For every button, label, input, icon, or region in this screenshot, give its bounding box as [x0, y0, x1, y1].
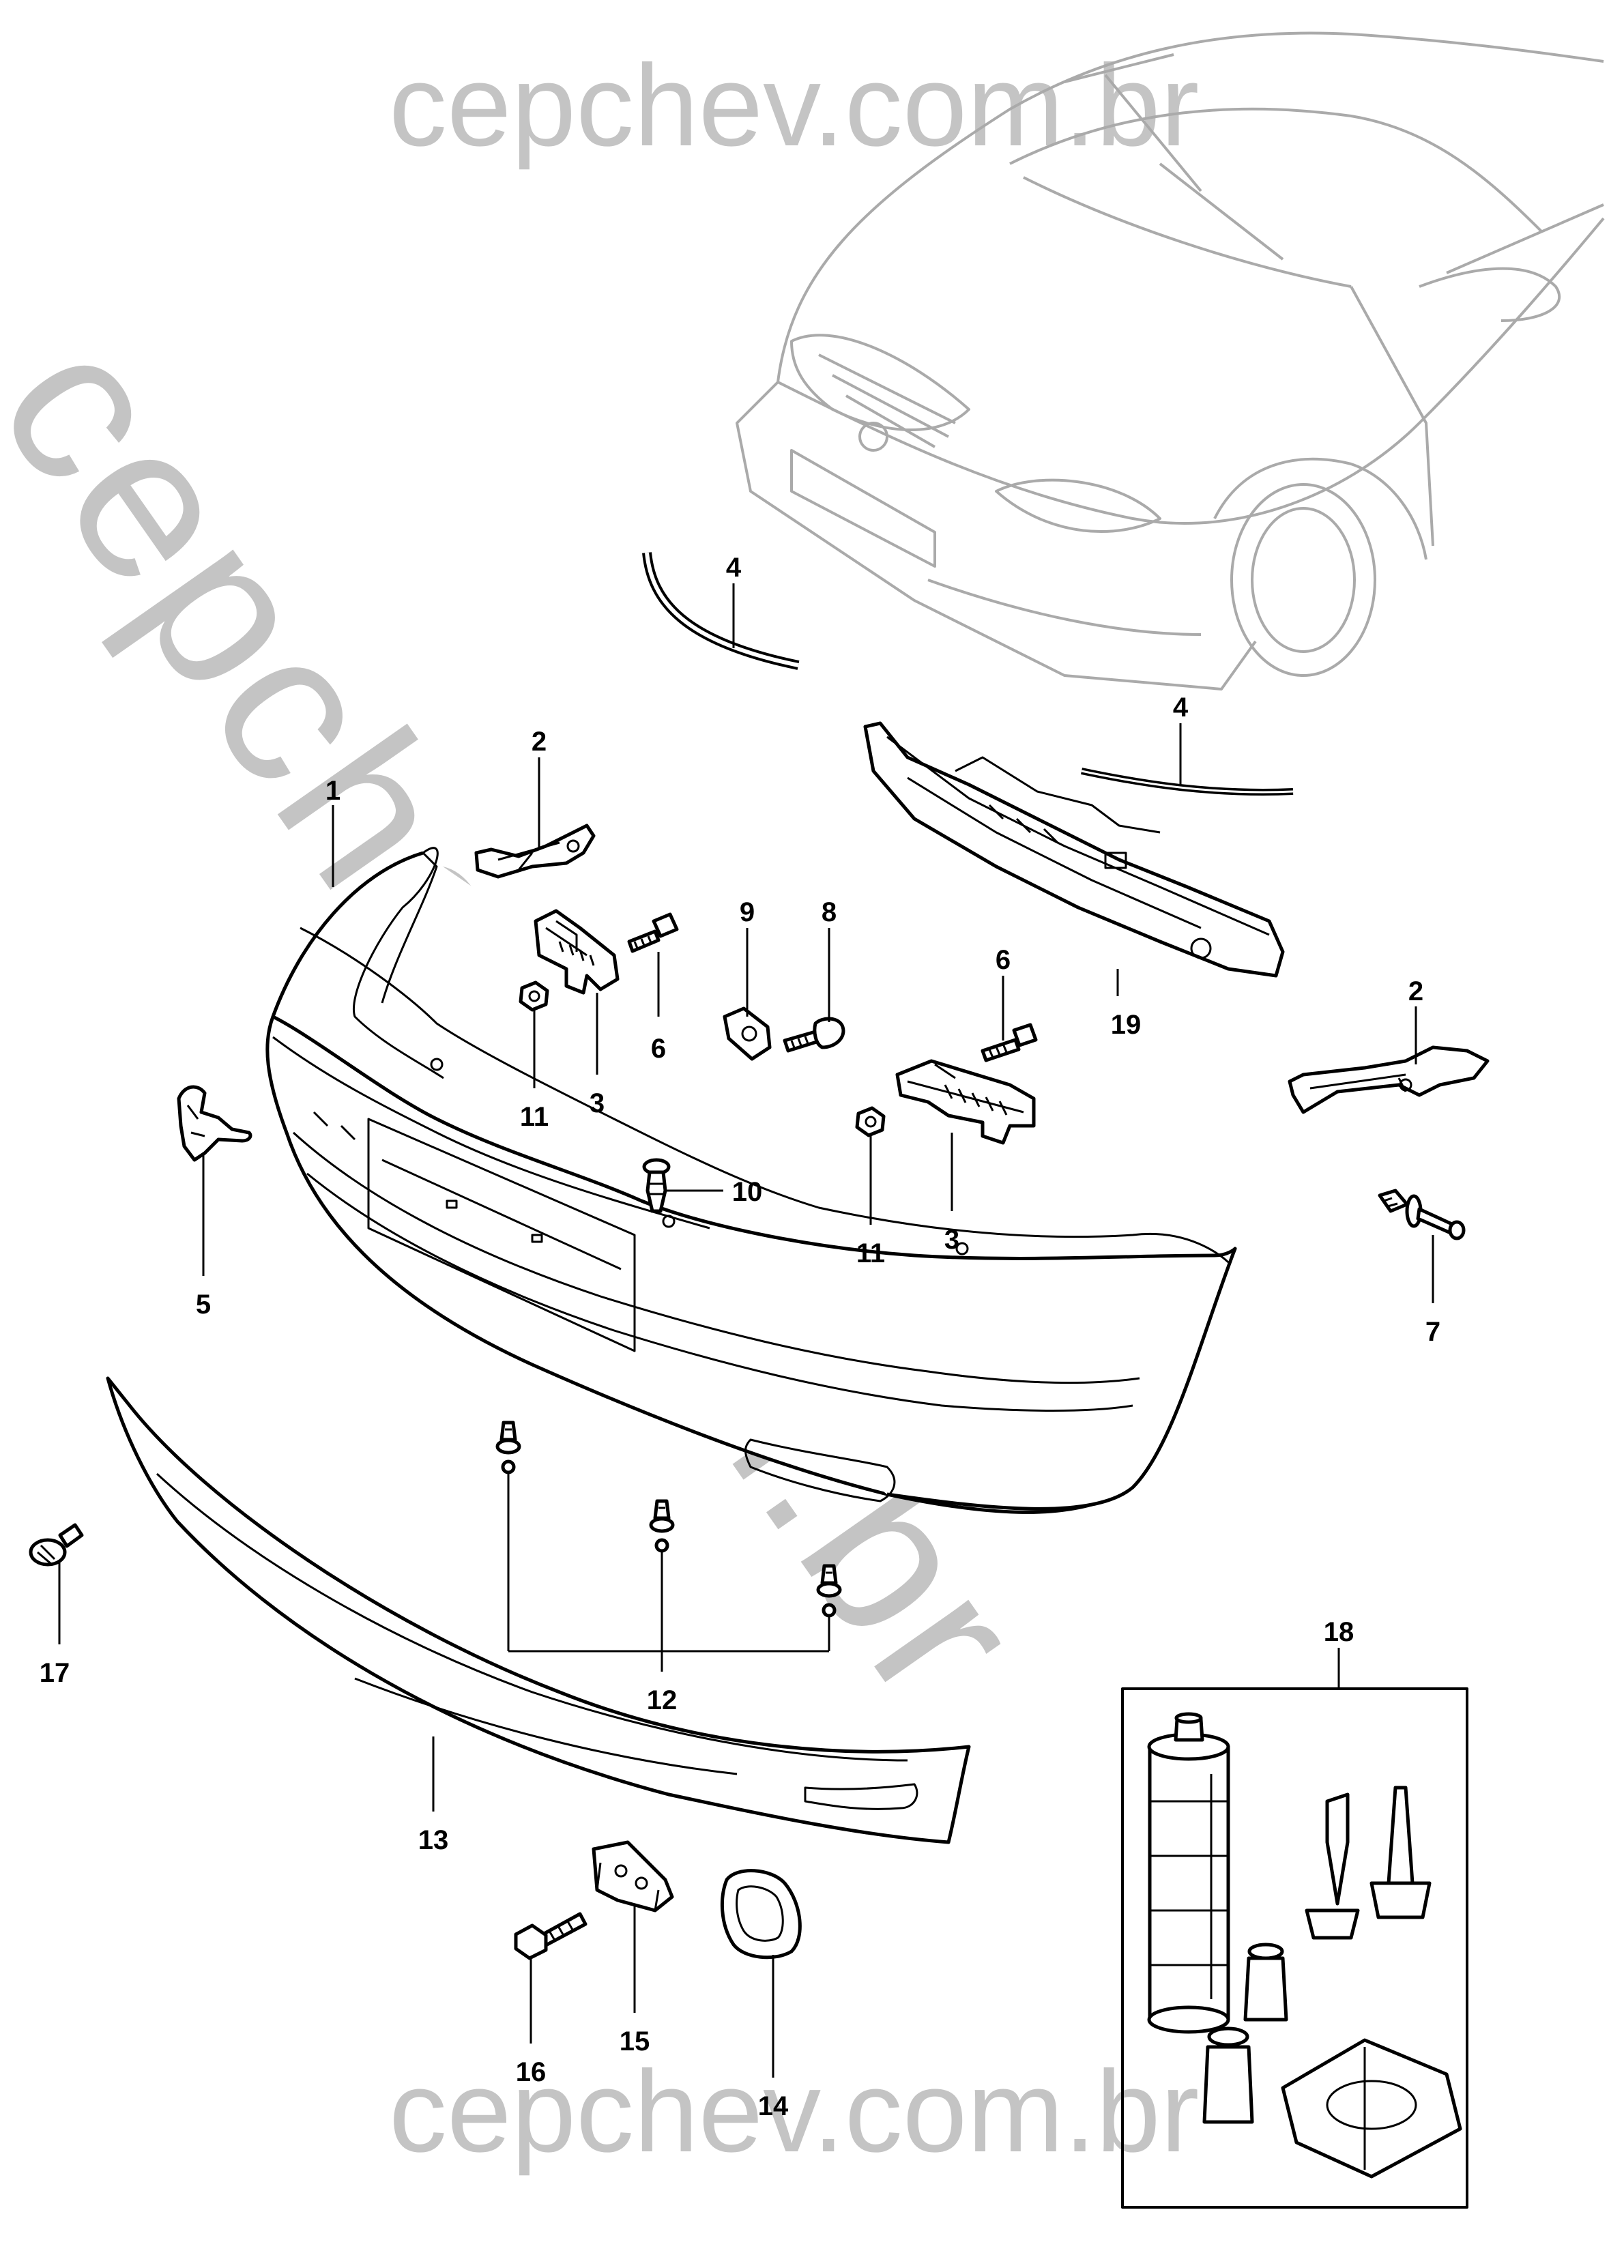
part-9-clip-nut: [723, 1006, 772, 1061]
part-18-adhesive-kit: [1121, 1687, 1468, 2209]
callout-10: 10: [732, 1177, 763, 1207]
callout-3-right: 3: [944, 1225, 959, 1255]
part-12-clip-c: [816, 1564, 842, 1618]
part-15-plate: [592, 1840, 674, 1913]
part-6-bolt-right: [981, 1023, 1038, 1062]
kit-wipe-pouch: [1281, 2038, 1462, 2179]
callout-8: 8: [822, 897, 837, 927]
callout-19: 19: [1111, 1010, 1142, 1040]
callout-18: 18: [1324, 1617, 1354, 1647]
part-7-bolt: [1378, 1189, 1466, 1240]
callout-13: 13: [418, 1825, 449, 1855]
part-11-nut-right: [855, 1106, 886, 1137]
callout-4-left: 4: [726, 553, 742, 583]
callout-1: 1: [325, 776, 340, 806]
car-silhouette: [736, 31, 1605, 690]
callout-11-left: 11: [520, 1102, 549, 1132]
callout-6-left: 6: [651, 1034, 666, 1064]
part-12-clip-b: [649, 1499, 675, 1553]
callout-7: 7: [1425, 1317, 1440, 1347]
part-14-grommet: [721, 1869, 802, 1960]
callout-labels: 1 2 2 3 3 4 4 5 6 6 7 8 9 10 11 11 12 13…: [40, 553, 1440, 2121]
part-16-bolt: [514, 1912, 588, 1960]
kit-bottle-b: [1202, 2026, 1254, 2124]
callout-16: 16: [516, 2057, 547, 2087]
callout-2-left: 2: [532, 727, 547, 757]
callout-5: 5: [196, 1290, 211, 1320]
part-2-bracket-left: [474, 824, 596, 879]
callout-11-right: 11: [856, 1238, 885, 1268]
kit-nozzle-b: [1369, 1786, 1432, 1919]
callout-12: 12: [647, 1685, 678, 1715]
callout-15: 15: [620, 2026, 650, 2056]
part-12-push-clips: [495, 1421, 842, 1618]
part-4-seal-strip-right: [1080, 768, 1294, 796]
kit-nozzle-a: [1305, 1792, 1360, 1940]
callout-6-right: 6: [996, 945, 1011, 975]
part-17-bolt: [29, 1523, 84, 1567]
part-11-nut-left: [519, 980, 549, 1012]
kit-cartridge: [1147, 1712, 1230, 2034]
kit-bottle-a: [1243, 1943, 1288, 2022]
part-4-seal-strip-left: [642, 552, 800, 670]
part-3-guide-left: [534, 909, 620, 995]
leader-lines: [58, 583, 1434, 2078]
part-5-clip: [177, 1085, 252, 1162]
part-8-screw: [783, 1017, 845, 1053]
part-13-lower-spoiler: [106, 1376, 971, 1844]
callout-3-left: 3: [590, 1088, 605, 1118]
callout-9: 9: [740, 897, 755, 927]
callout-4-right: 4: [1173, 693, 1189, 723]
part-1-bumper-cover: [265, 847, 1237, 1514]
callout-14: 14: [758, 2091, 789, 2121]
part-12-clip-a: [495, 1421, 521, 1474]
part-6-bolt-left: [627, 912, 679, 953]
callout-17: 17: [40, 1658, 70, 1688]
callout-2-right: 2: [1408, 976, 1423, 1006]
part-19-bumper-reinforcement: [863, 721, 1285, 978]
part-10-push-clip: [642, 1158, 671, 1213]
part-3-guide-right: [895, 1059, 1036, 1145]
part-2-bracket-right: [1288, 1045, 1490, 1114]
